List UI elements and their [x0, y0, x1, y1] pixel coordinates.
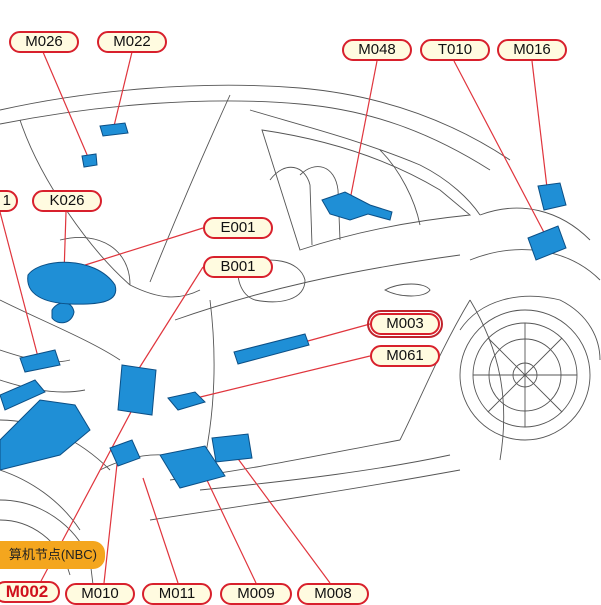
- callout-e001[interactable]: E001: [203, 217, 273, 239]
- m048-module: [321, 191, 393, 221]
- left-module-b: [0, 379, 46, 411]
- nbc-tooltip: 算机节点(NBC): [0, 541, 105, 569]
- callout-m008[interactable]: M008: [297, 583, 369, 605]
- callout-m022[interactable]: M022: [97, 31, 167, 53]
- callout-m016[interactable]: M016: [497, 39, 567, 61]
- b001-module: [117, 364, 157, 416]
- callout-m026[interactable]: M026: [9, 31, 79, 53]
- m003-module: [233, 333, 310, 365]
- m061-module: [167, 391, 206, 411]
- callout-b001[interactable]: B001: [203, 256, 273, 278]
- callout-m003[interactable]: M003: [367, 310, 443, 338]
- k026-module: [51, 302, 75, 324]
- m010-module: [109, 439, 141, 467]
- m009-module: [159, 445, 226, 489]
- callout-m048[interactable]: M048: [342, 39, 412, 61]
- leader-lines: [0, 51, 549, 584]
- callout-k026[interactable]: K026: [32, 190, 102, 212]
- callout-m011[interactable]: M011: [142, 583, 212, 605]
- callout-m061[interactable]: M061: [370, 345, 440, 367]
- callout-partial-left[interactable]: 1: [0, 190, 18, 212]
- modules: [0, 122, 567, 489]
- e001-module: [27, 261, 117, 305]
- m008-module: [211, 433, 253, 463]
- m026-module: [81, 153, 98, 168]
- callout-m009[interactable]: M009: [220, 583, 292, 605]
- left-module-a: [19, 349, 61, 373]
- left-module-c: [0, 399, 91, 471]
- callout-m002[interactable]: M002: [0, 581, 60, 603]
- m022-module: [99, 122, 129, 137]
- callout-m010[interactable]: M010: [65, 583, 135, 605]
- t010-module: [527, 225, 567, 261]
- m016-module: [537, 182, 567, 211]
- callout-t010[interactable]: T010: [420, 39, 490, 61]
